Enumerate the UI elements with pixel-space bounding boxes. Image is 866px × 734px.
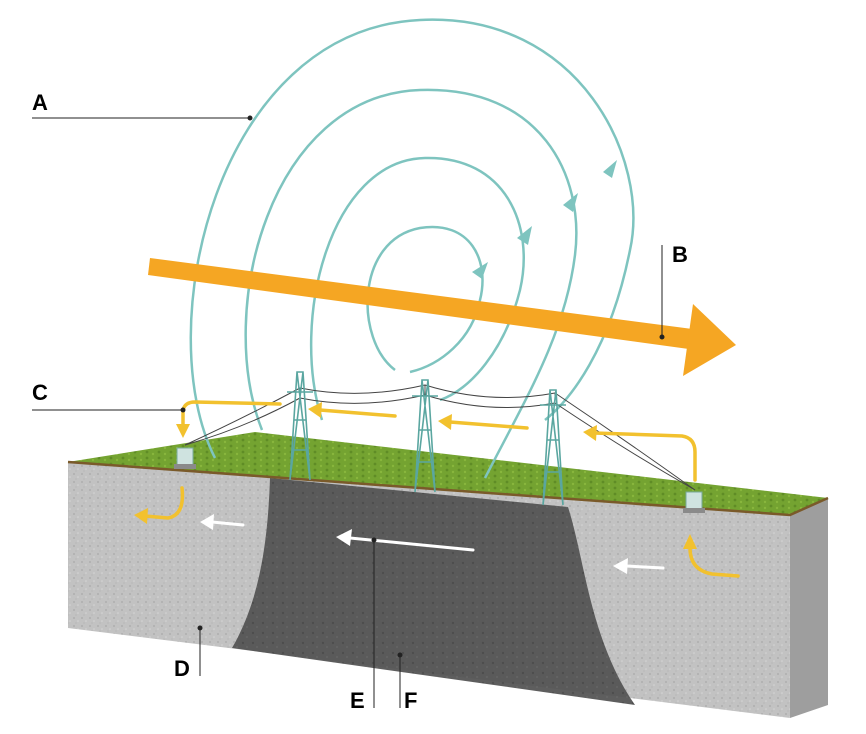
transformers xyxy=(174,447,705,513)
ground-flow-heads xyxy=(200,514,628,574)
grass-edge xyxy=(67,460,829,517)
label-e: E xyxy=(350,688,365,713)
transmission-tower xyxy=(540,389,566,506)
induced-current-heads xyxy=(134,402,697,549)
field-arrow-icon xyxy=(472,262,488,279)
magnetic-field xyxy=(189,18,635,479)
grass-surface xyxy=(68,432,828,515)
label-b: B xyxy=(672,242,688,267)
label-f: F xyxy=(404,688,417,713)
ground-flow-arrow xyxy=(210,520,245,527)
callout-lines xyxy=(32,115,665,708)
magnetic-field-ring xyxy=(366,225,484,374)
current-arrow xyxy=(318,408,397,418)
label-a: A xyxy=(32,90,48,115)
magnetic-field-ring xyxy=(189,18,635,459)
electrojet-arrow xyxy=(148,258,736,376)
field-direction-arrows xyxy=(472,160,617,279)
ground-block xyxy=(67,432,829,718)
field-arrow-icon xyxy=(517,226,532,245)
transmission-tower xyxy=(287,371,313,481)
current-loop-line xyxy=(592,431,697,482)
magnetic-field-ring xyxy=(244,88,578,479)
current-arrow xyxy=(448,420,529,430)
field-arrow-icon xyxy=(603,160,617,178)
transmission-towers xyxy=(287,371,566,506)
label-d: D xyxy=(174,656,190,681)
field-arrow-icon xyxy=(563,193,578,212)
transmission-tower xyxy=(412,379,438,493)
ground-flow-arrow xyxy=(624,564,665,570)
ground-flow xyxy=(210,520,665,570)
current-arrow xyxy=(688,546,740,578)
ground-flow-arrow xyxy=(348,536,475,552)
label-c: C xyxy=(32,380,48,405)
transformer xyxy=(174,447,196,469)
conductive-rock-region xyxy=(232,478,635,705)
transformer xyxy=(683,491,705,513)
ground-side-face xyxy=(790,498,828,718)
current-arrow xyxy=(143,486,185,520)
induced-current xyxy=(143,400,740,578)
